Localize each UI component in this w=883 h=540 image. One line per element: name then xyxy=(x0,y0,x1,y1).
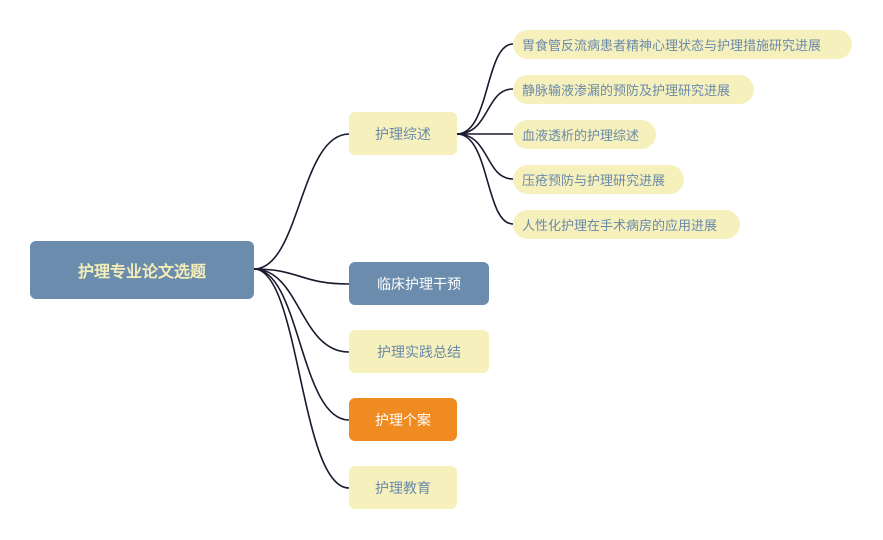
leaf-node-3[interactable]: 血液透析的护理综述 xyxy=(513,120,656,149)
branch-label: 护理综述 xyxy=(375,126,431,143)
connector-branch-1-to-leaf-1 xyxy=(456,43,514,135)
leaf-node-5[interactable]: 人性化护理在手术病房的应用进展 xyxy=(513,210,740,239)
leaf-node-1[interactable]: 胃食管反流病患者精神心理状态与护理措施研究进展 xyxy=(513,30,852,59)
connector-root-to-branch-5 xyxy=(253,268,350,489)
connector-root-to-branch-2 xyxy=(253,268,350,285)
connector-branch-1-to-leaf-4 xyxy=(456,133,514,180)
connector-branch-1-to-leaf-5 xyxy=(456,133,514,225)
leaf-node-4[interactable]: 压疮预防与护理研究进展 xyxy=(513,165,684,194)
branch-node-practice-summary[interactable]: 护理实践总结 xyxy=(349,330,489,373)
root-topic-node[interactable]: 护理专业论文选题 xyxy=(30,241,254,299)
branch-node-clinical-intervention[interactable]: 临床护理干预 xyxy=(349,262,489,305)
leaf-label: 压疮预防与护理研究进展 xyxy=(522,174,666,189)
branch-node-review[interactable]: 护理综述 xyxy=(349,112,457,155)
leaf-label: 胃食管反流病患者精神心理状态与护理措施研究进展 xyxy=(522,39,822,54)
connector-branch-1-to-leaf-2 xyxy=(456,88,514,135)
branch-label: 护理教育 xyxy=(375,480,431,497)
leaf-label: 人性化护理在手术病房的应用进展 xyxy=(522,219,718,234)
leaf-node-2[interactable]: 静脉输液渗漏的预防及护理研究进展 xyxy=(513,75,754,104)
branch-label: 临床护理干预 xyxy=(377,276,461,293)
leaf-label: 静脉输液渗漏的预防及护理研究进展 xyxy=(522,84,731,99)
connector-root-to-branch-4 xyxy=(253,268,350,421)
leaf-label: 血液透析的护理综述 xyxy=(522,129,640,144)
branch-label: 护理个案 xyxy=(375,412,431,429)
branch-label: 护理实践总结 xyxy=(377,344,461,361)
connector-root-to-branch-3 xyxy=(253,268,350,353)
connector-root-to-branch-1 xyxy=(253,133,350,270)
branch-node-case[interactable]: 护理个案 xyxy=(349,398,457,441)
branch-node-education[interactable]: 护理教育 xyxy=(349,466,457,509)
root-topic-label: 护理专业论文选题 xyxy=(77,262,206,281)
